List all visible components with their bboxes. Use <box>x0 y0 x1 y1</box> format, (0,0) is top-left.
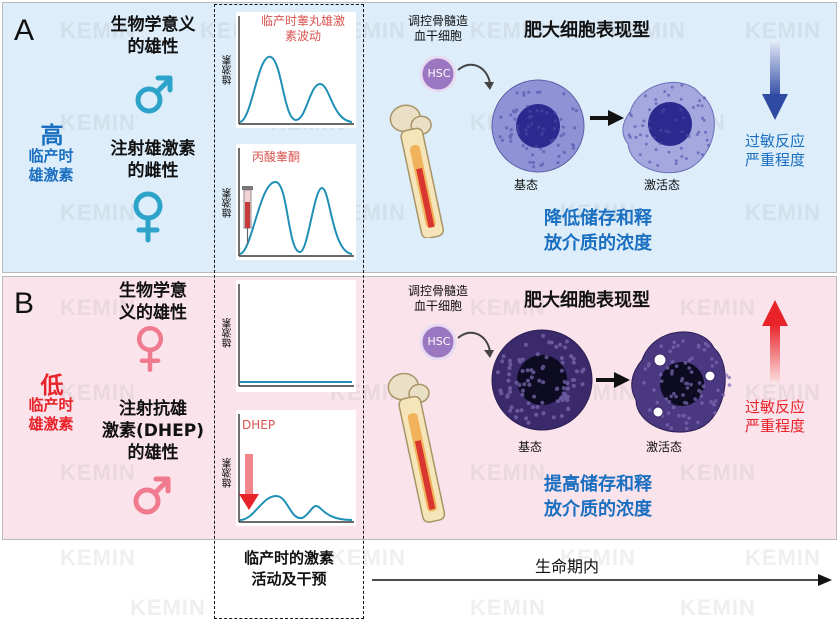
arrow-down-icon <box>762 42 788 120</box>
bone-with-hsc-icon <box>387 323 494 523</box>
bracket-caption: 临产时的激素 活动及干预 <box>243 549 334 588</box>
watermark-text: KEMIN <box>745 18 821 43</box>
plot-b2-label: DHEP <box>242 418 276 432</box>
panel-b-phenotype: 肥大细胞表现型 <box>524 290 650 311</box>
watermark-text: KEMIN <box>680 460 756 485</box>
panel-a-activated: 激活态 <box>644 178 681 192</box>
panel-b-letter: B <box>14 287 35 320</box>
watermark-text: KEMIN <box>470 295 546 320</box>
watermark-text: KEMIN <box>60 200 136 225</box>
panel-a-conclusion: 降低储存和释 放介质的浓度 <box>544 208 652 254</box>
panel-b-level: 低 <box>40 373 64 399</box>
red-down-arrow-icon <box>239 454 259 510</box>
panel-b-group2: 注射抗雄 激素(DHEP) 的雄性 <box>102 399 204 463</box>
panel-b-group1: 生物学意 义的雄性 <box>119 281 187 323</box>
panel-a-basal: 基态 <box>514 178 539 192</box>
timeline-arrow-icon <box>372 574 832 586</box>
male-symbol-icon <box>135 75 173 114</box>
plot-b1-curve <box>238 284 354 387</box>
watermark-text: KEMIN <box>745 545 821 570</box>
syringe-icon <box>242 186 253 244</box>
watermark-text: KEMIN <box>60 460 136 485</box>
plot-a1-label: 临产时睾丸雄激 素波动 <box>260 14 345 43</box>
panel-b-activated: 激活态 <box>646 440 683 454</box>
watermark-text: KEMIN <box>610 18 686 43</box>
plot-b2-curve <box>238 414 354 523</box>
panel-a-severity: 过敏反应 严重程度 <box>744 132 805 169</box>
watermark-text: KEMIN <box>60 18 136 43</box>
panel-b-conclusion: 提高储存和释 放介质的浓度 <box>544 474 652 520</box>
panel-b-basal: 基态 <box>518 440 543 454</box>
watermark-text: KEMIN <box>680 595 756 620</box>
watermark-text: KEMIN <box>560 545 636 570</box>
watermark-text: KEMIN <box>470 460 546 485</box>
female-symbol-icon <box>136 326 164 372</box>
panel-b-hsc-caption: 调控骨髓造 血干细胞 <box>407 284 468 313</box>
panel-a-phenotype: 肥大细胞表现型 <box>524 20 650 41</box>
panel-a-hsc-label: HSC <box>427 67 451 80</box>
plot-b1 <box>236 280 356 392</box>
intervention-bracket <box>214 4 364 619</box>
watermark-text: KEMIN <box>470 18 546 43</box>
panel-b-hsc-label: HSC <box>427 335 451 348</box>
watermark-text: KEMIN <box>330 545 406 570</box>
watermark-text: KEMIN <box>130 595 206 620</box>
timeline-label: 生命期内 <box>535 557 600 576</box>
mast-cells-b <box>491 329 732 433</box>
plot-a1-curve <box>238 16 354 125</box>
panel-a-letter: A <box>14 14 35 47</box>
mast-cells-a <box>491 79 715 174</box>
bone-with-hsc-icon <box>389 55 494 238</box>
panel-a-level: 高 <box>40 123 64 149</box>
plot-a2 <box>236 144 356 260</box>
watermark-text: KEMIN <box>60 380 136 405</box>
plot-a2-label: 丙酸睾酮 <box>252 150 301 164</box>
panel-b-level-caption: 临产时 雄激素 <box>28 396 74 433</box>
arrow-up-icon <box>762 300 788 382</box>
watermark-text: KEMIN <box>560 200 636 225</box>
watermark-text: KEMIN <box>60 545 136 570</box>
watermark-text: KEMIN <box>745 200 821 225</box>
watermark-text: KEMIN <box>60 295 136 320</box>
plot-b2 <box>236 410 356 526</box>
panel-a-hsc-caption: 调控骨髓造 血干细胞 <box>407 14 468 43</box>
panel-a-level-caption: 临产时 雄激素 <box>28 147 74 184</box>
female-symbol-icon <box>133 191 163 243</box>
watermark-text: KEMIN <box>745 380 821 405</box>
panel-a-group2: 注射雄激素 的雌性 <box>110 139 196 181</box>
panel-b-severity: 过敏反应 严重程度 <box>744 398 805 435</box>
male-symbol-icon <box>133 476 171 515</box>
watermark-text: KEMIN <box>680 295 756 320</box>
watermark-text: KEMIN <box>470 595 546 620</box>
plot-a1 <box>236 12 356 128</box>
plot-a2-curve <box>238 148 354 257</box>
watermark-text: KEMIN <box>60 110 136 135</box>
panel-a-group1: 生物学意义 的雄性 <box>110 15 196 57</box>
